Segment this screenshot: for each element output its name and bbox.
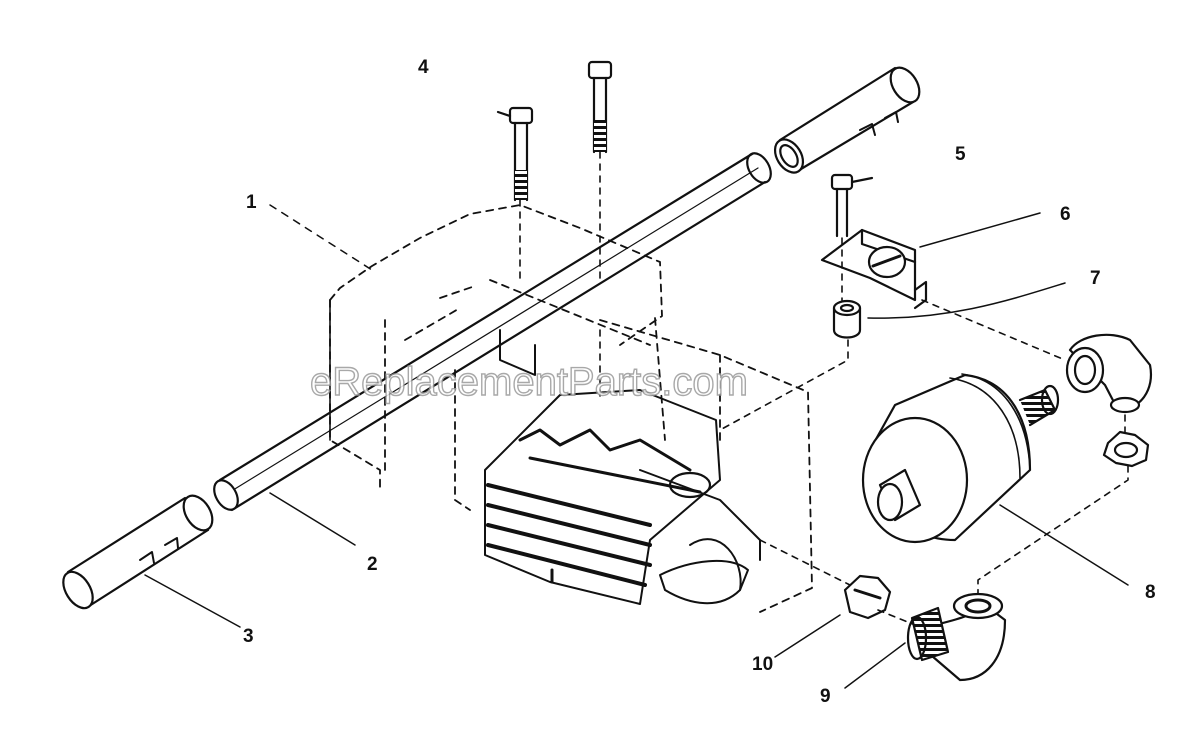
callout-9: 9 [820,686,831,707]
bolt-right [587,60,613,154]
callout-6: 6 [1060,204,1071,225]
callout-2: 2 [367,554,378,575]
muffler-canister [861,373,1060,544]
callout-8: 8 [1145,582,1156,603]
callout-5: 5 [955,144,966,165]
assembly-lines [329,151,1129,626]
watermark: eReplacementParts.com [310,360,748,404]
callout-3: 3 [243,626,254,647]
right-end-pipe [773,66,921,174]
callout-7: 7 [1090,268,1101,289]
leader-lines [144,204,1129,689]
muffler-tube [213,152,772,512]
callout-1: 1 [246,192,257,213]
engine-block-outline [329,204,813,613]
bolt-small [830,173,874,238]
bolt-left [496,106,534,202]
spacer [832,299,862,339]
left-end-pipe [62,494,214,610]
elbow-fitting-upper [1065,333,1153,414]
bracket [820,228,928,310]
callout-4: 4 [418,57,429,78]
callout-labels: 1 2 3 4 5 6 7 8 9 10 [243,57,1156,707]
lock-nut-lower [843,574,892,620]
callout-10: 10 [752,654,773,675]
elbow-fitting-lower [906,592,1007,682]
lock-nut-upper [1102,430,1150,468]
engine-head [484,389,761,605]
